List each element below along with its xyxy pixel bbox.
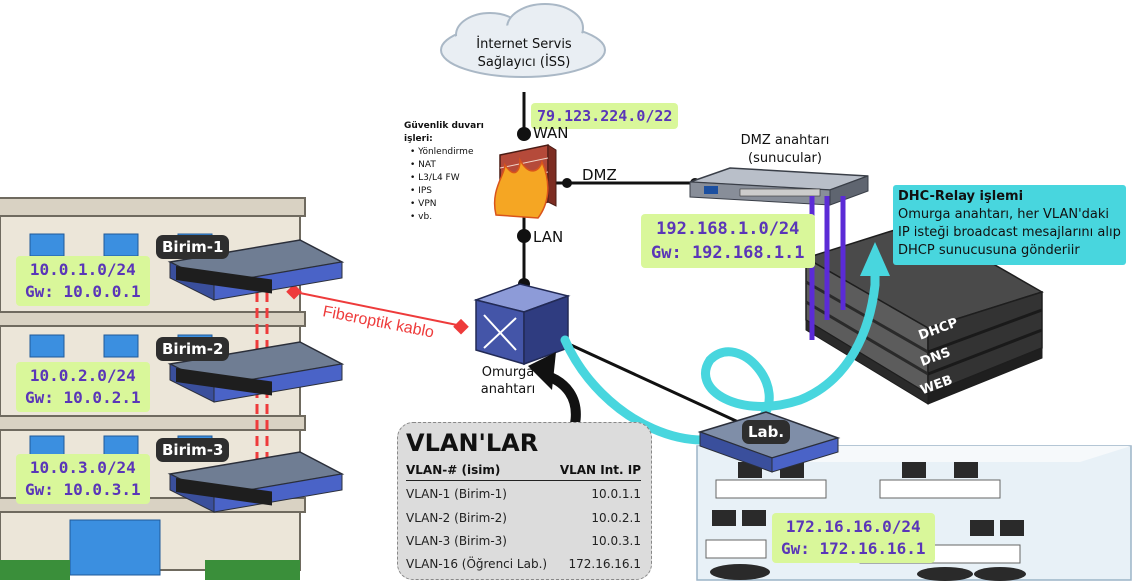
firewall-item: • VPN (410, 199, 437, 209)
switch-birim-3 (167, 451, 345, 513)
isp-label-line1: İnternet Servis (476, 37, 572, 52)
isp-label: İnternet Servis Sağlayıcı (İSS) (472, 36, 576, 72)
firewall-duties: Güvenlik duvarı işleri: • Yönlendirme • … (404, 120, 484, 224)
dmz-switch-label: DMZ anahtarı (sunucular) (725, 132, 845, 168)
unit-network-birim-2: 10.0.2.0/24 Gw: 10.0.2.1 (16, 362, 150, 412)
switch-birim-2 (167, 341, 345, 403)
vlan-name: VLAN-16 (Öğrenci Lab.) (406, 557, 548, 571)
vlan-name: VLAN-2 (Birim-2) (406, 511, 507, 525)
unit-network-gw: Gw: 10.0.3.1 (25, 480, 141, 499)
unit-network-birim-1: 10.0.1.0/24 Gw: 10.0.0.1 (16, 256, 150, 306)
dmz-port-label: DMZ (582, 166, 617, 184)
firewall-item-text: Yönlendirme (418, 147, 474, 157)
firewall-item-text: L3/L4 FW (418, 173, 460, 183)
lab-network-gw: Gw: 172.16.16.1 (781, 539, 926, 558)
firewall-title-line1: Güvenlik duvarı (404, 121, 484, 131)
firewall-item-text: IPS (418, 186, 432, 196)
unit-network-gw: Gw: 10.0.0.1 (25, 282, 141, 301)
dmz-switch-label-line2: (sunucular) (748, 151, 822, 166)
vlan-table-title: VLAN'LAR (406, 429, 539, 457)
dhcp-relay-line: DHCP sunucusuna gönderiir (898, 243, 1080, 258)
unit-tag-birim-1: Birim-1 (156, 235, 230, 259)
lab-network-net: 172.16.16.0/24 (785, 517, 921, 536)
unit-network-net: 10.0.1.0/24 (29, 260, 136, 279)
dhcp-relay-title: DHC-Relay işlemi (898, 189, 1024, 204)
dmz-switch-icon (689, 167, 869, 206)
dmz-network-net: 192.168.1.0/24 (656, 219, 800, 239)
vlan-table-row: VLAN-1 (Birim-1) 10.0.1.1 (406, 487, 641, 505)
dmz-network: 192.168.1.0/24 Gw: 192.168.1.1 (641, 214, 815, 268)
dmz-network-gw: Gw: 192.168.1.1 (651, 243, 805, 263)
unit-tag-birim-3: Birim-3 (156, 438, 230, 462)
vlan-table-divider (406, 480, 641, 481)
core-switch-label-line2: anahtarı (480, 382, 536, 397)
firewall-item-text: VPN (418, 199, 437, 209)
unit-tag-birim-2: Birim-2 (156, 337, 230, 361)
cloud-icon (440, 3, 606, 78)
fiber-cable (255, 283, 469, 500)
vlan-ip: 10.0.3.1 (591, 534, 641, 548)
firewall-duties-title: Güvenlik duvarı işleri: (404, 120, 484, 146)
isp-label-line2: Sağlayıcı (İSS) (477, 55, 571, 70)
wan-port-label: WAN (533, 124, 569, 142)
dhcp-relay-arrowhead (860, 242, 890, 276)
lab-network: 172.16.16.0/24 Gw: 172.16.16.1 (772, 513, 935, 563)
vlan-ip: 10.0.1.1 (591, 487, 641, 501)
dhcp-relay-note: DHC-Relay işlemi Omurga anahtarı, her VL… (893, 185, 1126, 265)
firewall-title-line2: işleri: (404, 134, 433, 144)
vlan-name: VLAN-1 (Birim-1) (406, 487, 507, 501)
dmz-switch-label-line1: DMZ anahtarı (740, 133, 830, 148)
vlan-table-col1: VLAN-# (isim) (406, 463, 501, 477)
firewall-icon (493, 144, 557, 219)
dhcp-relay-line: Omurga anahtarı, her VLAN'daki (898, 207, 1109, 222)
core-switch-icon (473, 283, 571, 366)
dhcp-relay-path (560, 265, 880, 445)
vlan-table-row: VLAN-3 (Birim-3) 10.0.3.1 (406, 534, 641, 552)
switch-birim-1 (167, 239, 345, 301)
firewall-item: • Yönlendirme (410, 147, 474, 157)
wan-network: 79.123.224.0/22 (531, 103, 679, 129)
vlan-table-col2: VLAN Int. IP (559, 463, 641, 477)
vlan-arrowhead (528, 352, 556, 390)
firewall-item: • vb. (410, 212, 433, 222)
lab-tag: Lab. (742, 420, 791, 444)
vlan-name: VLAN-3 (Birim-3) (406, 534, 507, 548)
vlan-table: VLAN'LAR VLAN-# (isim) VLAN Int. IP VLAN… (397, 422, 652, 580)
vlan-table-row: VLAN-16 (Öğrenci Lab.) 172.16.16.1 (406, 557, 641, 575)
network-links (522, 92, 761, 434)
wan-port-dot (517, 127, 531, 141)
firewall-item-text: NAT (418, 160, 436, 170)
lan-port-dot (517, 229, 531, 243)
unit-network-net: 10.0.3.0/24 (29, 458, 136, 477)
firewall-item: • L3/L4 FW (410, 173, 460, 183)
unit-network-net: 10.0.2.0/24 (29, 366, 136, 385)
core-switch-label-line1: Omurga (481, 365, 535, 380)
core-switch-label: Omurga anahtarı (468, 364, 548, 398)
vlan-ip: 172.16.16.1 (568, 557, 641, 571)
unit-network-gw: Gw: 10.0.2.1 (25, 388, 141, 407)
lan-port-label: LAN (533, 228, 564, 246)
firewall-item-text: vb. (418, 212, 433, 222)
vlan-ip: 10.0.2.1 (591, 511, 641, 525)
firewall-item: • IPS (410, 186, 432, 196)
unit-network-birim-3: 10.0.3.0/24 Gw: 10.0.3.1 (16, 454, 150, 504)
dhcp-relay-line: IP isteği broadcast mesajlarını alıp (898, 225, 1121, 240)
firewall-item: • NAT (410, 160, 436, 170)
vlan-table-row: VLAN-2 (Birim-2) 10.0.2.1 (406, 511, 641, 529)
dmz-port-dot (562, 178, 572, 188)
